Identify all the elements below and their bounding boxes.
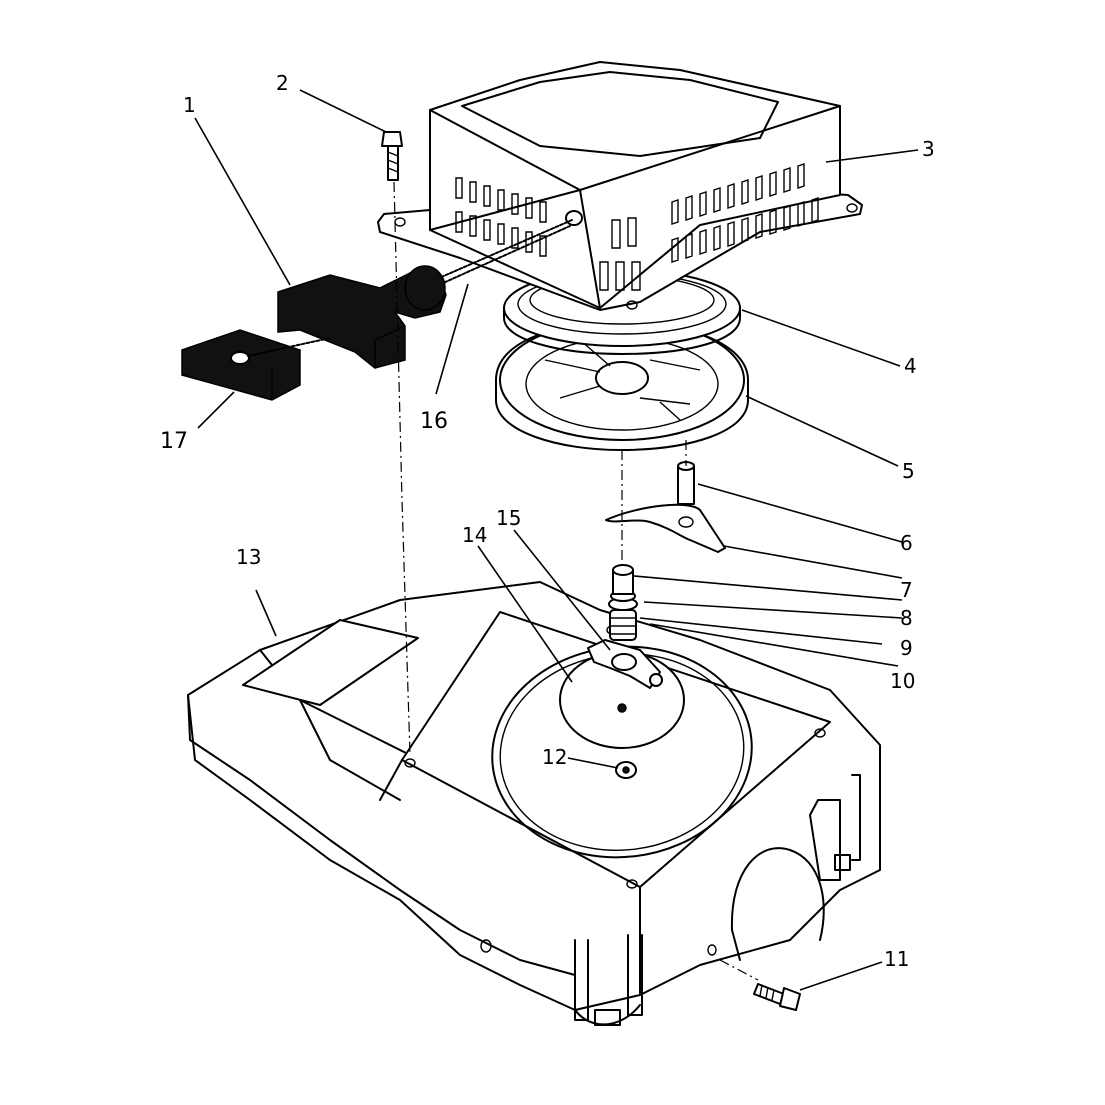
engine-housing [187, 581, 881, 1026]
callout-10: 10 [890, 669, 915, 693]
alignment-lines [393, 181, 759, 981]
callout-6: 6 [900, 531, 913, 555]
leader-lines [194, 89, 919, 991]
vents-right [671, 163, 819, 263]
pawl-plate-7 [605, 503, 726, 553]
callout-5: 5 [902, 459, 915, 483]
callout-1: 1 [183, 93, 196, 117]
callout-12: 12 [542, 745, 567, 769]
callout-11: 11 [884, 947, 909, 971]
callout-14: 14 [462, 523, 487, 547]
callout-16: 16 [420, 409, 448, 434]
screw-2 [381, 131, 403, 181]
callout-4: 4 [904, 354, 917, 378]
vents-left [455, 177, 547, 257]
callout-15: 15 [496, 506, 521, 530]
shaft-7 [612, 564, 634, 595]
handle-grip-17 [181, 329, 331, 401]
callout-17: 17 [160, 429, 188, 454]
callout-8: 8 [900, 606, 913, 630]
callout-labels: 1 2 3 4 5 6 7 8 9 10 11 12 13 14 15 16 1… [160, 71, 935, 971]
vents-front [599, 217, 641, 291]
pin-6 [677, 461, 695, 505]
callout-7: 7 [900, 578, 913, 602]
starter-rope-16 [429, 219, 573, 289]
callout-2: 2 [276, 71, 289, 95]
screw-12 [615, 761, 637, 779]
starter-housing-3 [377, 61, 863, 311]
screw-11 [753, 983, 801, 1011]
callout-13: 13 [236, 545, 261, 569]
pawl-15 [587, 639, 663, 689]
callout-9: 9 [900, 636, 913, 660]
callout-3: 3 [922, 137, 935, 161]
rope-handle-1 [277, 265, 447, 369]
spring-10 [609, 609, 637, 641]
